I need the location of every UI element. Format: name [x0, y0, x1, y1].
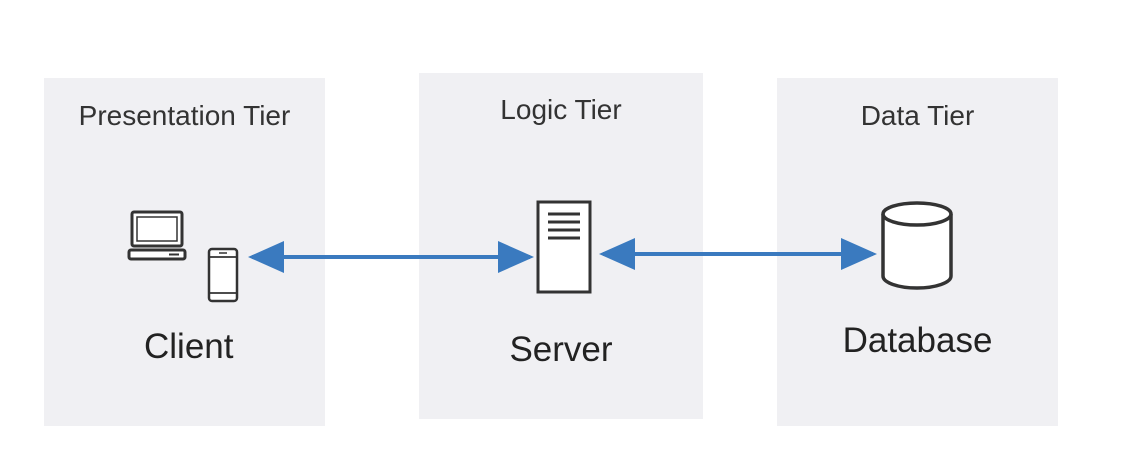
- laptop-icon: [127, 210, 187, 261]
- logic-tier-title: Logic Tier: [500, 94, 622, 125]
- database-label: Database: [842, 321, 993, 360]
- client-label: Client: [144, 327, 234, 366]
- server-icon: [536, 200, 592, 294]
- server-label: Server: [509, 330, 613, 369]
- data-tier-title: Data Tier: [860, 100, 975, 131]
- database-icon: [881, 201, 953, 290]
- mobile-phone-icon: [207, 247, 239, 303]
- presentation-tier-title: Presentation Tier: [78, 100, 291, 131]
